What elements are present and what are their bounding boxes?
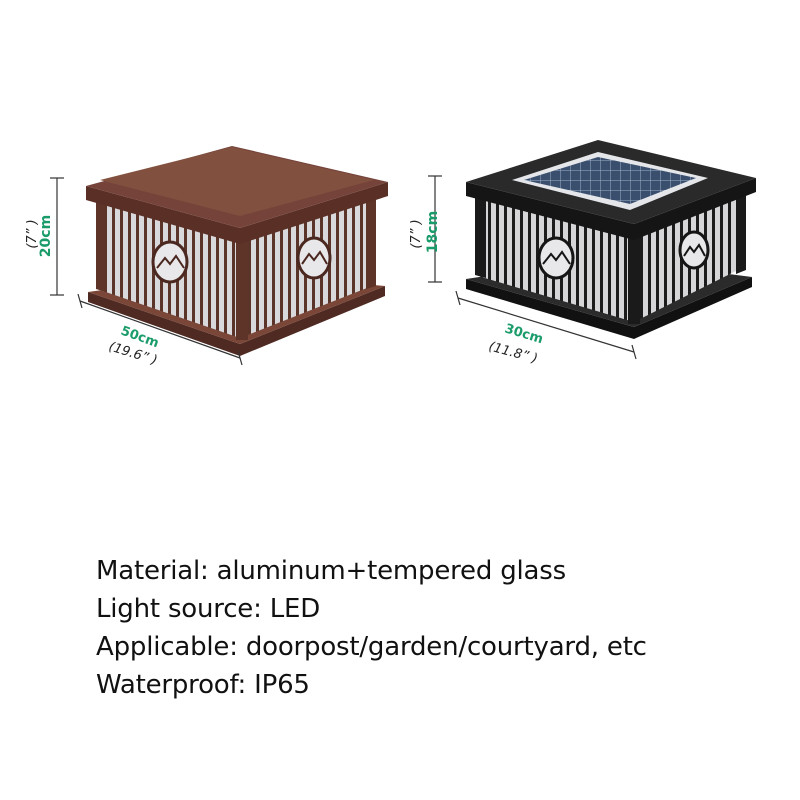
small-height-metric: 18cm: [425, 211, 441, 253]
spec-light-source: Light source: LED: [96, 594, 321, 624]
large-height-imperial: (7” ): [25, 219, 40, 248]
large-lamp: [86, 146, 388, 356]
medallion-icon: [678, 230, 710, 270]
small-height-imperial: (7” ): [409, 219, 424, 248]
small-solar-lamp: [466, 140, 756, 339]
medallion-icon: [537, 236, 575, 280]
small-height-dimension: 18cm (7” ): [409, 175, 442, 283]
large-width-dimension: 50cm (19.6” ): [77, 293, 243, 368]
large-height-metric: 20cm: [38, 215, 54, 257]
solar-panel-icon: [512, 152, 708, 210]
spec-waterproof: Waterproof: IP65: [96, 670, 310, 700]
spec-material: Material: aluminum+tempered glass: [96, 556, 566, 586]
medallion-icon: [296, 236, 332, 280]
product-illustration: 20cm (7” ) 50cm (19.6” ): [25, 140, 756, 368]
spec-list: Material: aluminum+tempered glass Light …: [96, 552, 647, 704]
large-height-dimension: 20cm (7” ): [25, 177, 64, 296]
spec-applicable: Applicable: doorpost/garden/courtyard, e…: [96, 632, 647, 662]
medallion-icon: [151, 240, 189, 284]
